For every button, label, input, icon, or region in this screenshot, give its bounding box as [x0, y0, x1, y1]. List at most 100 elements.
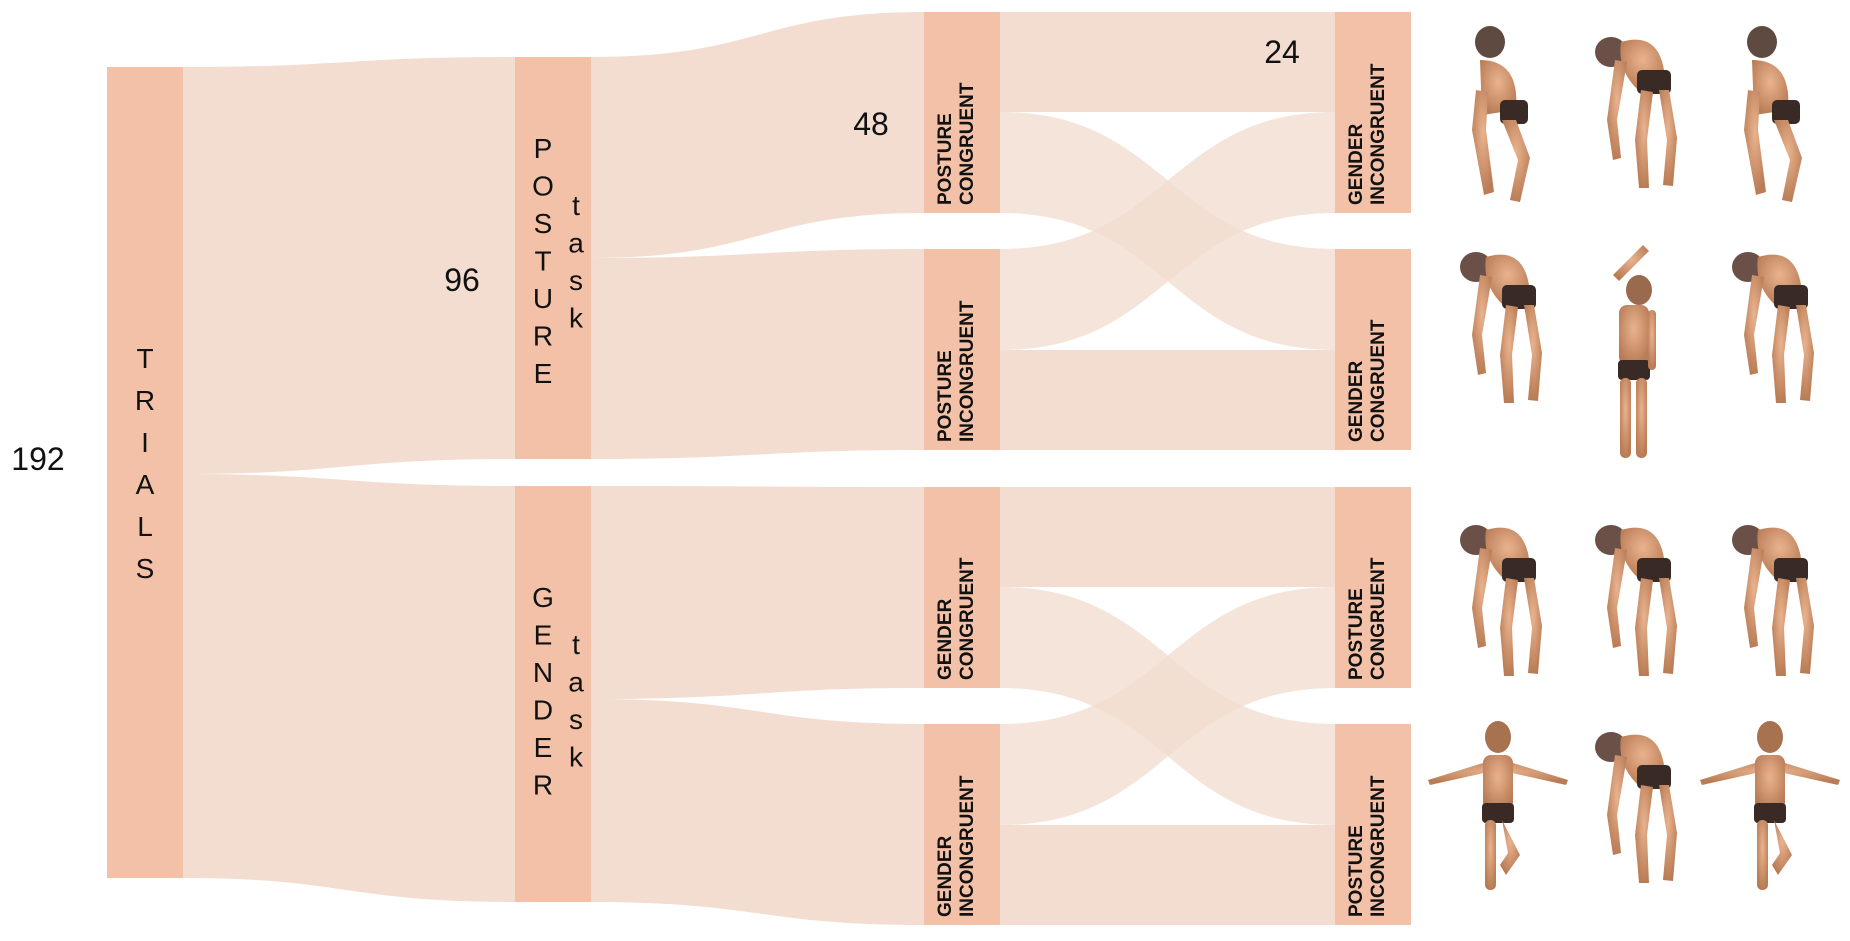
node-posture-task [515, 57, 591, 459]
posture-task-word-letter: k [569, 303, 584, 334]
node-cell-posture-incongruent [1335, 724, 1411, 925]
flow-trials-to-posture-task [183, 57, 515, 474]
posture-task-label-letter: P [534, 133, 553, 164]
node-trials [107, 67, 183, 878]
trials-label-letter: I [141, 427, 149, 458]
stimulus-bending-figure-0-1 [1595, 37, 1677, 188]
stimulus-bending-figure-2-2 [1732, 525, 1814, 676]
gender-task-word-letter: k [569, 742, 584, 773]
posture-task-label-letter: U [533, 283, 553, 314]
cell-label-3-line1: POSTURE [1346, 825, 1367, 917]
node-cell-gender-incongruent [1335, 12, 1411, 213]
count-total: 192 [11, 441, 64, 477]
condition-label-2-line2: CONGRUENT [957, 557, 978, 680]
node-gender-congruent [924, 487, 1000, 688]
cell-label-2-line1: POSTURE [1346, 588, 1367, 680]
flow-pc-to-gi [1000, 12, 1335, 112]
condition-label-0-line2: CONGRUENT [957, 82, 978, 205]
flows-tasks-to-conditions [591, 12, 924, 925]
stimulus-balancing-figure-3-0 [1428, 721, 1568, 890]
condition-label-3-line1: GENDER [935, 835, 956, 917]
flow-posture-task-to-posture-congruent [591, 12, 924, 258]
stimulus-bending-figure-1-2 [1732, 252, 1814, 403]
condition-label-2-line1: GENDER [935, 598, 956, 680]
trials-label-letter: L [137, 511, 153, 542]
cell-label-2-line2: CONGRUENT [1368, 557, 1389, 680]
condition-label-3-line2: INCONGRUENT [957, 775, 978, 917]
stimulus-arm-raised-figure-1-1 [1613, 245, 1656, 458]
cell-label-0-line1: GENDER [1346, 123, 1367, 205]
flow-gender-task-to-gender-incongruent [591, 699, 924, 925]
flows-lower-block [1000, 487, 1335, 925]
flow-gi-to-pi [1000, 825, 1335, 925]
posture-task-label-letter: R [533, 321, 553, 352]
count-cell: 24 [1264, 34, 1300, 70]
count-labels: 192 96 48 24 [11, 34, 1299, 477]
cell-label-1-line2: CONGRUENT [1368, 319, 1389, 442]
stimulus-images [1428, 26, 1840, 890]
flow-trials-to-gender-task [183, 474, 515, 902]
node-cell-gender-congruent [1335, 249, 1411, 450]
stimulus-balancing-figure-3-2 [1700, 721, 1840, 890]
posture-task-word-letter: a [568, 228, 584, 259]
posture-task-label-letter: O [532, 171, 554, 202]
gender-task-label-letter: D [533, 695, 553, 726]
posture-task-label-letter: E [534, 358, 553, 389]
gender-task-label-letter: E [534, 620, 553, 651]
stimulus-crouching-figure-0-2 [1744, 26, 1802, 202]
flow-pi-to-gi [1000, 112, 1335, 350]
stimulus-crouching-figure-0-0 [1472, 26, 1530, 202]
trials-label-letter: R [135, 385, 155, 416]
gender-task-label-letter: E [534, 732, 553, 763]
node-gender-incongruent [924, 724, 1000, 925]
condition-label-1-line2: INCONGRUENT [957, 300, 978, 442]
gender-task-word-letter: s [569, 704, 583, 735]
gender-task-label-letter: N [533, 657, 553, 688]
cell-label-0-line2: INCONGRUENT [1368, 63, 1389, 205]
nodes [107, 12, 1411, 925]
posture-task-label-letter: T [534, 246, 551, 277]
posture-task-label-letter: S [534, 208, 553, 239]
flow-posture-task-to-posture-incongruent [591, 249, 924, 459]
condition-label-0-line1: POSTURE [935, 113, 956, 205]
cell-label-1-line1: GENDER [1346, 360, 1367, 442]
node-gender-task [515, 486, 591, 902]
posture-task-word-letter: s [569, 265, 583, 296]
trials-label-letter: S [136, 553, 155, 584]
cell-label-3-line2: INCONGRUENT [1368, 775, 1389, 917]
stimulus-bending-figure-1-0 [1460, 252, 1542, 403]
gender-task-label-letter: R [533, 770, 553, 801]
trials-label-letter: T [136, 343, 153, 374]
node-cell-posture-congruent [1335, 487, 1411, 688]
node-posture-incongruent [924, 249, 1000, 450]
flow-gi-to-pc [1000, 587, 1335, 825]
trials-label-letter: A [136, 469, 155, 500]
count-task: 96 [444, 262, 480, 298]
posture-task-word-letter: t [572, 190, 580, 221]
stimulus-bending-figure-2-0 [1460, 525, 1542, 676]
node-posture-congruent [924, 12, 1000, 213]
flow-gc-to-pc [1000, 487, 1335, 587]
stimulus-bending-figure-2-1 [1595, 525, 1677, 676]
gender-task-word-letter: a [568, 667, 584, 698]
gender-task-word-letter: t [572, 629, 580, 660]
stimulus-bending-figure-3-1 [1595, 732, 1677, 883]
flow-gender-task-to-gender-congruent [591, 486, 924, 699]
count-condition: 48 [853, 106, 889, 142]
flows-upper-block [1000, 12, 1335, 450]
flow-pi-to-gc [1000, 350, 1335, 450]
gender-task-label-letter: G [532, 582, 554, 613]
flows-root-to-tasks [183, 57, 515, 902]
